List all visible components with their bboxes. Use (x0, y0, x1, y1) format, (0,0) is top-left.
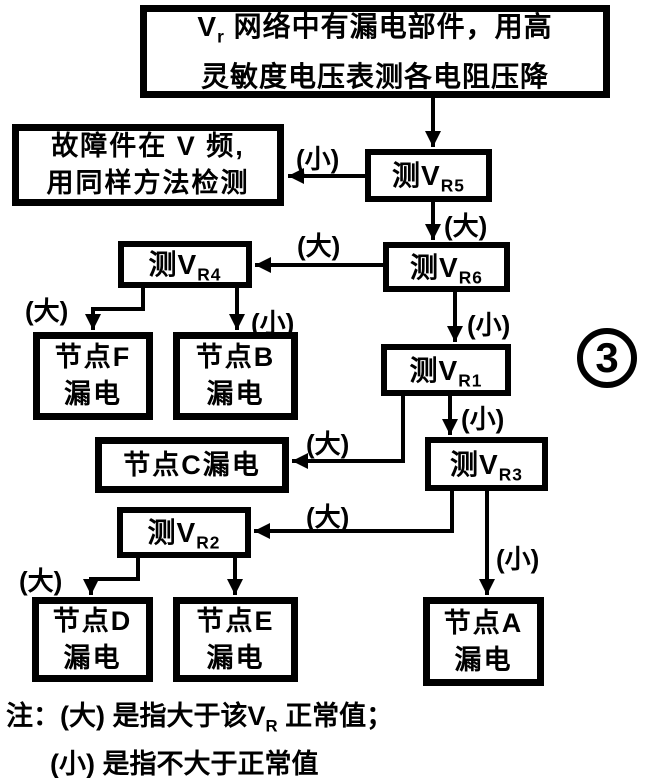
node-e-leak-box: 节点E 漏电 (173, 597, 298, 682)
measure-vr4-box: 测VR4 (118, 241, 252, 288)
node-c-line1: 节点C漏电 (123, 449, 261, 480)
node-b-line2: 漏电 (206, 379, 265, 409)
note-text: 注：(大) 是指大于该VR 正常值； (小) 是指不大于正常值 (6, 697, 393, 778)
vr2-sub: R2 (196, 532, 221, 553)
node-d-leak-box: 节点D 漏电 (32, 597, 153, 682)
measure-vr2-box: 测VR2 (117, 507, 251, 558)
edge-label-vr3-to-node-a: (小) (496, 544, 540, 574)
edge-label-vr3-to-vr2: (大) (306, 502, 350, 532)
vr5-prefix: 测V (392, 160, 441, 192)
node-f-leak-box: 节点F 漏电 (33, 332, 153, 420)
node-f-line2: 漏电 (64, 379, 122, 409)
measure-vr1-box: 测VR1 (381, 344, 511, 396)
edge-label-vr5-to-vr6: (大) (444, 211, 488, 241)
figure-number: 3 (595, 334, 619, 381)
edge-label-vr6-to-vr4: (大) (297, 231, 341, 261)
edge-label-vr6-to-vr1: (小) (467, 310, 511, 340)
vr6-prefix: 测V (410, 251, 459, 283)
node-b-leak-box: 节点B 漏电 (173, 332, 298, 420)
vr5-sub: R5 (440, 175, 465, 196)
node-c-leak-box: 节点C漏电 (95, 437, 289, 493)
node-a-line1: 节点A (443, 607, 524, 638)
measure-vr4-label: 测VR4 (149, 243, 222, 286)
start-rest: 网络中有漏电部件，用高 (224, 11, 553, 43)
vr4-sub: R4 (197, 264, 222, 285)
measure-vr3-label: 测VR3 (450, 443, 523, 486)
vr4-prefix: 测V (148, 249, 198, 281)
node-a-leak-box: 节点A 漏电 (423, 597, 544, 686)
vr3-prefix: 测V (450, 448, 499, 480)
note-line2: (小) 是指不大于正常值 (50, 749, 319, 778)
note-line1-sub: R (265, 716, 278, 736)
node-e-line2: 漏电 (206, 642, 265, 673)
start-v: V (197, 11, 218, 43)
measure-vr3-box: 测VR3 (425, 437, 548, 491)
fault-line2: 用同样方法检测 (46, 168, 250, 198)
measure-vr5-label: 测VR5 (392, 154, 465, 197)
edge-label-vr1-to-node-c: (大) (306, 429, 350, 459)
edge-label-vr4-to-node-b: (小) (251, 308, 295, 338)
start-v-sub: r (217, 26, 225, 47)
vr3-sub: R3 (498, 464, 523, 485)
note-line1: 注：(大) 是指大于该VR 正常值； (6, 697, 393, 745)
edge-label-vr4-to-node-f: (大) (25, 296, 69, 326)
start-box: Vr 网络中有漏电部件，用高 灵敏度电压表测各电阻压降 (140, 5, 610, 98)
node-e-line1: 节点E (196, 605, 275, 636)
start-text-line1: Vr 网络中有漏电部件，用高 (197, 7, 552, 57)
start-text-line2: 灵敏度电压表测各电阻压降 (200, 60, 549, 92)
node-d-line1: 节点D (52, 605, 133, 636)
node-b-line1: 节点B (195, 342, 276, 372)
figure-number-badge: 3 (577, 328, 637, 388)
node-a-line2: 漏电 (454, 644, 513, 675)
fault-in-v-box: 故障件在 V 频, 用同样方法检测 (12, 124, 284, 206)
vr1-prefix: 测V (409, 354, 459, 386)
fault-line1: 故障件在 V 频, (51, 131, 245, 161)
measure-vr6-box: 测VR6 (383, 242, 510, 292)
vr6-sub: R6 (458, 267, 483, 288)
measure-vr1-label: 测VR1 (410, 349, 483, 392)
measure-vr6-label: 测VR6 (410, 246, 483, 289)
edge-label-vr5-to-fault: (小) (296, 144, 340, 174)
note-line1-pre: 注：(大) 是指大于该V (6, 701, 266, 731)
measure-vr5-box: 测VR5 (365, 149, 492, 202)
node-d-line2: 漏电 (63, 642, 122, 673)
edge-label-vr1-to-vr3: (小) (461, 404, 505, 434)
edge-label-vr2-to-node-d: (大) (19, 566, 63, 596)
note-line1-suffix: 正常值； (277, 701, 394, 731)
node-f-line1: 节点F (54, 342, 132, 372)
vr1-sub: R1 (458, 370, 483, 391)
vr2-prefix: 测V (147, 517, 197, 549)
measure-vr2-label: 测VR2 (148, 511, 221, 554)
